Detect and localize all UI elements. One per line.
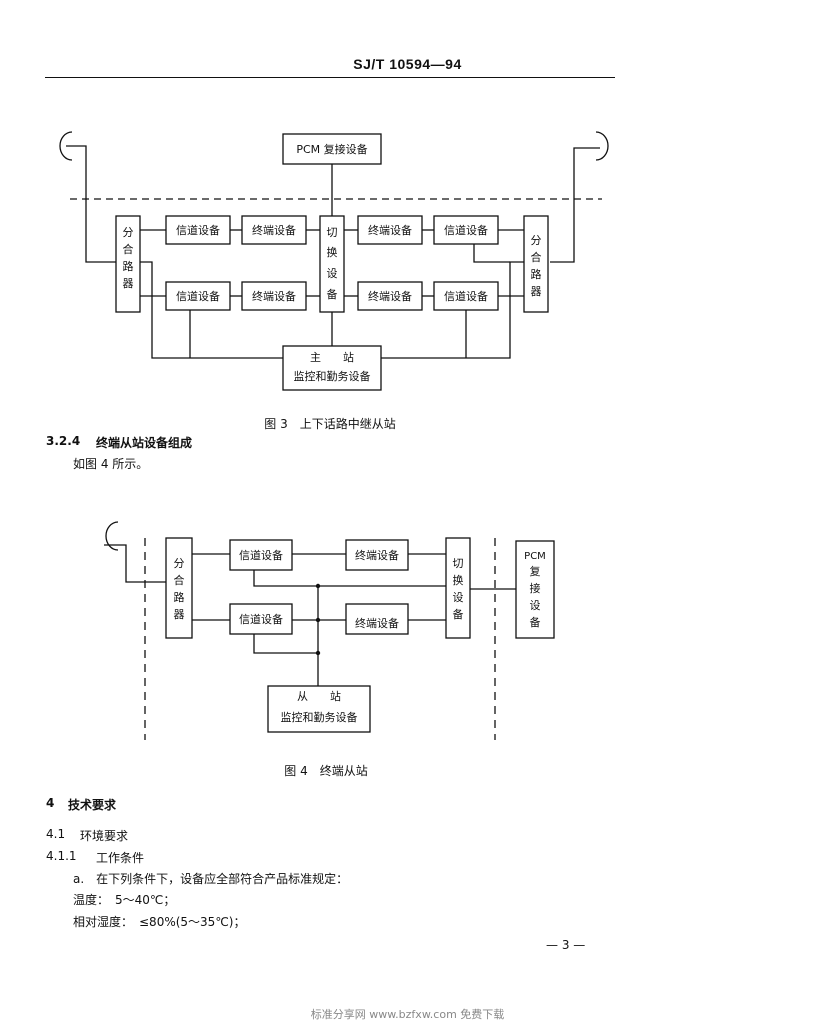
section-4-title: 技术要求 [68,798,117,812]
channel-equipment-label: 信道设备 [176,289,220,303]
pcm-char: 备 [530,615,541,629]
pcm-char: 接 [530,582,541,595]
pcm-char: 复 [530,564,541,578]
splitter-char: 合 [174,573,185,587]
section-3-2-4-title: 终端从站设备组成 [96,436,193,450]
splitter-char: 路 [174,591,185,604]
terminal-equipment-label: 终端设备 [355,616,399,630]
splitter-char: 器 [174,608,185,621]
pcm-char: 设 [530,599,541,612]
pcm-mux-equipment-label: PCM 复接设备 [296,142,367,156]
switch-char: 备 [453,607,464,621]
channel-equipment-label: 信道设备 [239,548,283,562]
splitter-char: 分 [123,226,134,239]
figure-3-diagram: PCM 复接设备 信道设备 信道设备 终端设备 终端设备 终端设备 终端设备 信… [59,131,609,391]
footer-watermark: 标准分享网 www.bzfxw.com 免费下载 [310,1008,505,1021]
splitter-char: 器 [123,277,134,290]
figure-3-caption: 图 3 上下话路中继从站 [264,417,396,431]
terminal-equipment-label: 终端设备 [252,289,296,303]
splitter-char: 合 [123,242,134,256]
section-4-number: 4 [46,796,55,810]
pcm-char: PCM [524,551,546,562]
page-number: — 3 — [546,938,586,952]
humidity-condition: 相对湿度： ≤80%(5～35℃)； [73,915,246,929]
channel-equipment-label: 信道设备 [444,289,488,303]
slave-station-label: 从 站 [297,689,341,703]
right-antenna-icon [595,131,609,161]
splitter-char: 路 [123,260,134,273]
terminal-equipment-label: 终端设备 [368,223,412,237]
antenna-icon [105,521,119,551]
main-station-label: 主 站 [310,350,354,364]
header-rule [45,77,615,78]
switch-char: 换 [327,245,338,259]
section-4-1-1-title: 工作条件 [96,851,145,865]
splitter-char: 路 [531,268,542,281]
figure-4-diagram: 信道设备 信道设备 终端设备 终端设备 从 站 监控和勤务设备 分 合 路 器 … [104,521,555,740]
monitor-service-equipment-label: 监控和勤务设备 [294,369,371,383]
figure-4-caption: 图 4 终端从站 [284,764,368,778]
standard-number-header: SJ/T 10594—94 [353,56,462,72]
terminal-equipment-label: 终端设备 [252,223,296,237]
section-3-2-4-number: 3.2.4 [46,434,81,448]
monitor-service-equipment-label: 监控和勤务设备 [281,710,358,724]
condition-item-a: a. 在下列条件下，设备应全部符合产品标准规定： [73,872,349,886]
section-4-1-1-number: 4.1.1 [46,849,77,863]
switch-char: 切 [327,226,338,239]
splitter-char: 分 [531,234,542,247]
switch-char: 切 [453,557,464,570]
switch-char: 换 [453,573,464,587]
splitter-char: 器 [531,285,542,298]
section-3-2-4-body: 如图 4 所示。 [73,457,149,471]
switch-char: 设 [453,591,464,604]
switch-char: 设 [327,267,338,280]
section-4-1-number: 4.1 [46,827,66,841]
channel-equipment-label: 信道设备 [239,612,283,626]
temperature-condition: 温度： 5～40℃； [73,893,176,907]
terminal-equipment-label: 终端设备 [368,289,412,303]
channel-equipment-label: 信道设备 [444,223,488,237]
section-4-1-title: 环境要求 [80,829,129,843]
switch-char: 备 [327,287,338,301]
channel-equipment-label: 信道设备 [176,223,220,237]
terminal-equipment-label: 终端设备 [355,548,399,562]
splitter-char: 合 [531,250,542,264]
left-antenna-icon [59,131,73,161]
splitter-char: 分 [174,557,185,570]
